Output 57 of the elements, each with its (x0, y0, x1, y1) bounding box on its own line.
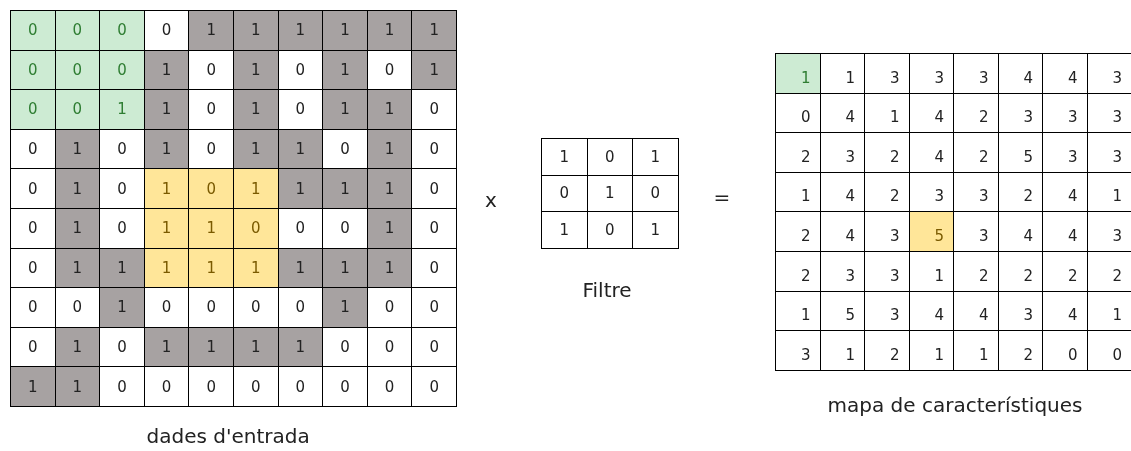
matrix-cell: 5 (908, 211, 954, 252)
matrix-cell: 1 (366, 89, 413, 130)
matrix-cell: 1 (233, 49, 279, 91)
matrix-cell: 1 (233, 10, 279, 51)
matrix-cell: 1 (233, 89, 279, 130)
matrix-cell: 0 (188, 168, 234, 209)
matrix-cell: 1 (322, 247, 368, 289)
matrix-cell: 0 (10, 49, 56, 91)
matrix-cell: 1 (411, 10, 457, 51)
matrix-cell: 1 (188, 326, 234, 368)
matrix-cell: 1 (632, 138, 679, 176)
matrix-cell: 0 (233, 208, 279, 249)
matrix-cell: 1 (541, 211, 588, 249)
matrix-cell: 1 (233, 128, 279, 170)
matrix-cell: 1 (322, 287, 368, 328)
matrix-cell: 1 (99, 287, 145, 328)
matrix-cell: 1 (277, 10, 324, 51)
matrix-cell: 1 (277, 168, 324, 209)
matrix-cell: 1 (366, 10, 413, 51)
caption: mapa de característiques (827, 393, 1083, 417)
matrix-cell: 1 (322, 10, 368, 51)
matrix-cell: 1 (188, 208, 234, 249)
matrix-cell: 0 (54, 10, 101, 51)
matrix-cell: 1 (143, 89, 190, 130)
matrix-cell: 1 (188, 247, 234, 289)
matrix-cell: 1 (99, 89, 145, 130)
matrix-cell: 1 (10, 366, 56, 407)
matrix-cell: 1 (322, 89, 368, 130)
matrix-cell: 1 (233, 326, 279, 368)
matrix-cell: 1 (322, 49, 368, 91)
matrix-cell: 1 (541, 138, 588, 176)
matrix-cell: 1 (143, 208, 190, 249)
matrix-cell: 3 (775, 330, 821, 371)
caption: Filtre (582, 278, 632, 302)
matrix-cell: 1 (366, 208, 413, 249)
matrix-cell: 1 (411, 49, 457, 91)
equals-sign: = (713, 185, 731, 209)
matrix-cell: 0 (10, 89, 56, 130)
matrix-cell: 0 (411, 366, 457, 407)
multiply-sign: x (485, 188, 497, 212)
matrix-cell: 1 (366, 168, 413, 209)
matrix-cell: 1 (54, 168, 101, 209)
matrix-cell: 1 (54, 208, 101, 249)
matrix-cell: 0 (99, 10, 145, 51)
matrix-cell: 1 (54, 366, 101, 407)
matrix-cell: 1 (233, 247, 279, 289)
matrix-cell: 0 (54, 89, 101, 130)
matrix-cell: 1 (143, 168, 190, 209)
matrix-cell: 0 (99, 49, 145, 91)
matrix-cell: 0 (10, 10, 56, 51)
matrix-cell: 1 (233, 168, 279, 209)
caption: dades d'entrada (146, 424, 310, 448)
matrix-cell: 1 (775, 53, 821, 94)
matrix-cell: 1 (632, 211, 679, 249)
matrix-cell: 1 (322, 168, 368, 209)
matrix-cell: 1 (99, 247, 145, 289)
matrix-cell: 1 (188, 10, 234, 51)
